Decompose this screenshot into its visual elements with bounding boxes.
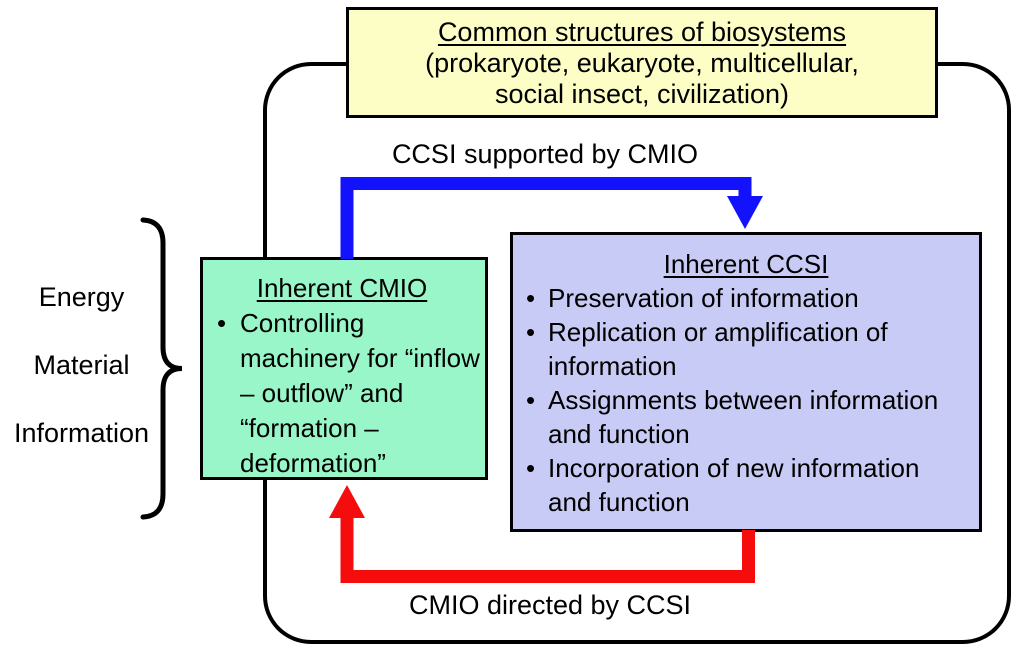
ccsi-box: Inherent CCSI • Preservation of informat… [510,232,982,532]
cmio-bullet-text: Controlling machinery for “inflow – outf… [240,308,480,478]
biosystems-title: Common structures of biosystems [437,17,847,47]
flow-input-label-material: Material [33,350,130,380]
ccsi-bullet-item: • Preservation of information [513,281,979,315]
ccsi-bullet-text: Incorporation of new information and fun… [548,453,920,517]
ccsi-bullet-item: • Incorporation of new information and f… [513,451,979,519]
cmio-bullet-item: • Controlling machinery for “inflow – ou… [203,306,481,481]
flow-input-label-energy: Energy [38,282,125,312]
bullet-marker: • [526,385,536,415]
ccsi-bullet-item: • Replication or amplification of inform… [513,315,979,383]
flow-input-label-information: Information [13,418,150,448]
bullet-marker: • [526,453,536,483]
biosystems-subtitle-line1: (prokaryote, eukaryote, multicellular, [425,48,859,78]
biosystems-subtitle-line2: social insect, civilization) [494,79,790,109]
bullet-marker: • [526,283,536,313]
ccsi-bullet-text: Replication or amplification of informat… [548,317,888,381]
bullet-marker: • [217,308,227,338]
ccsi-bullet-item: • Assignments between information and fu… [513,383,979,451]
bullet-marker: • [526,317,536,347]
ccsi-box-title: Inherent CCSI [663,249,829,279]
cmio-box: Inherent CMIO • Controlling machinery fo… [200,257,488,480]
biosystems-box: Common structures of biosystems (prokary… [346,7,938,118]
top-arrow-label: CCSI supported by CMIO [391,139,699,169]
ccsi-bullet-text: Assignments between information and func… [548,385,939,449]
bottom-arrow-label: CMIO directed by CCSI [408,590,692,620]
ccsi-bullet-text: Preservation of information [548,283,859,313]
cmio-box-title: Inherent CMIO [256,273,428,303]
